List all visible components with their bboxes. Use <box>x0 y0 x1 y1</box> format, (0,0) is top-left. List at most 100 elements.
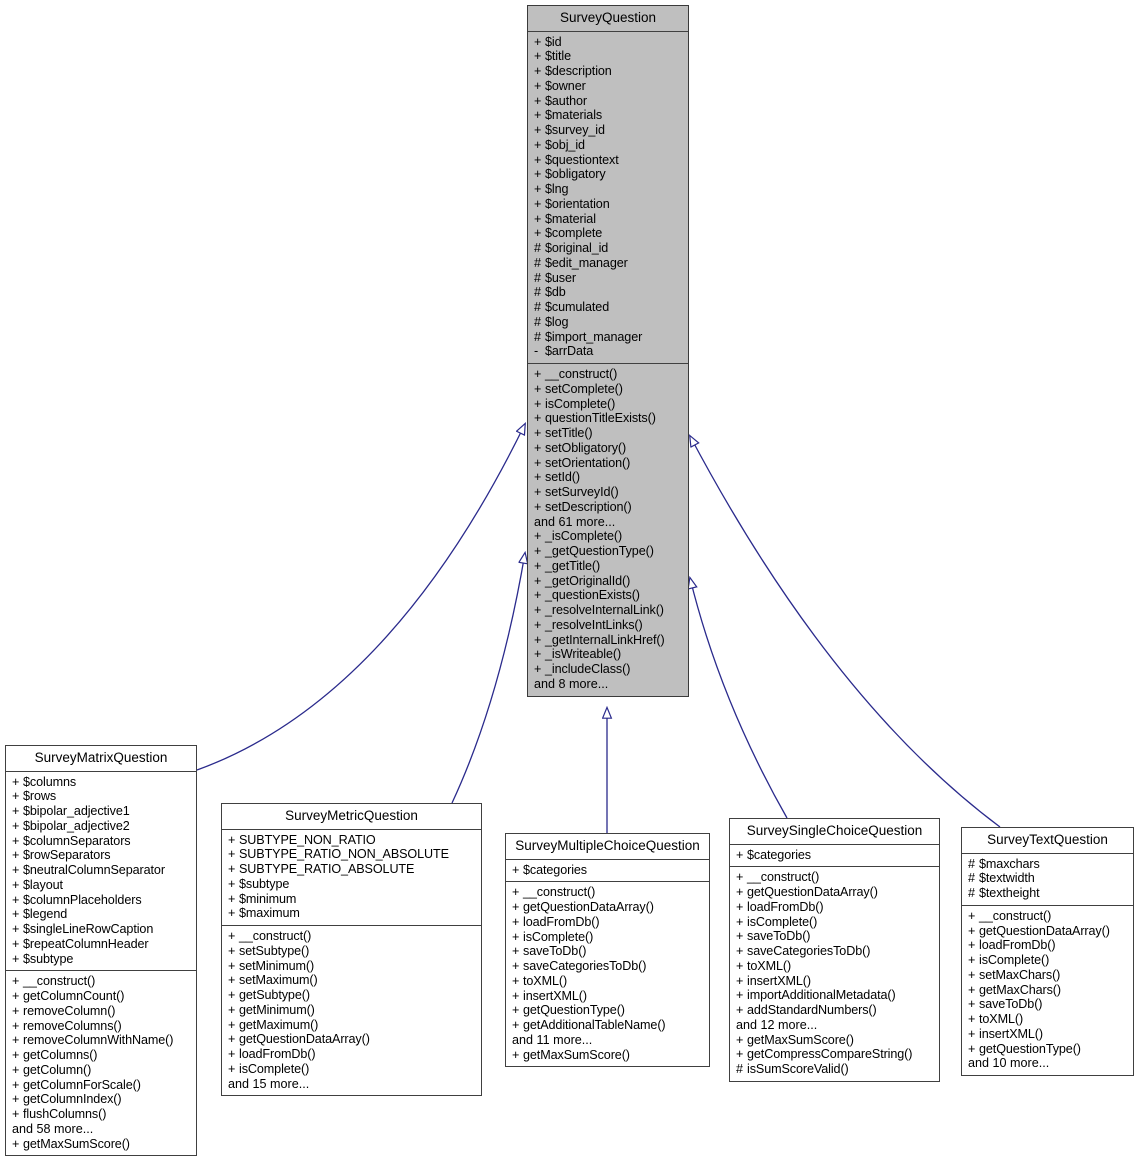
visibility-marker: + <box>534 93 542 108</box>
attributes-compartment-survey-multiple-choice-question: +$categories <box>506 858 709 882</box>
visibility-marker: + <box>534 396 542 411</box>
class-member: #$maxchars <box>968 856 1040 871</box>
visibility-marker: + <box>12 877 20 892</box>
visibility-marker: + <box>228 988 236 1003</box>
class-member: +$columns <box>12 774 77 789</box>
visibility-marker: + <box>534 499 542 514</box>
class-member: +getAdditionalTableName() <box>512 1018 666 1033</box>
visibility-marker: # <box>534 329 541 344</box>
class-member: +flushColumns() <box>12 1107 107 1122</box>
class-member: #$cumulated <box>534 300 610 315</box>
visibility-marker: + <box>968 938 976 953</box>
class-member: +$subtype <box>228 876 290 891</box>
class-member: +$survey_id <box>534 123 605 138</box>
visibility-marker: + <box>736 929 744 944</box>
visibility-marker: + <box>534 426 542 441</box>
visibility-marker: + <box>12 922 20 937</box>
visibility-marker: + <box>228 862 236 877</box>
class-member: +$subtype <box>12 951 74 966</box>
class-member: #$log <box>534 314 569 329</box>
class-member: +$owner <box>534 78 586 93</box>
class-box-survey-question[interactable]: SurveyQuestion +$id+$title+$description+… <box>527 5 689 697</box>
visibility-marker: + <box>512 988 520 1003</box>
class-member: +removeColumnWithName() <box>12 1033 174 1048</box>
visibility-marker: + <box>512 944 520 959</box>
class-member: +$questiontext <box>534 152 619 167</box>
visibility-marker: # <box>534 255 541 270</box>
visibility-marker: + <box>736 870 744 885</box>
visibility-marker: + <box>736 1032 744 1047</box>
visibility-marker: + <box>534 529 542 544</box>
class-member: +toXML() <box>512 973 568 988</box>
class-member: +$bipolar_adjective1 <box>12 804 130 819</box>
class-member: +$lng <box>534 182 569 197</box>
class-member: +getMaxSumScore() <box>512 1047 630 1062</box>
visibility-marker: # <box>534 270 541 285</box>
visibility-marker: + <box>534 123 542 138</box>
class-member: +getQuestionDataArray() <box>228 1032 370 1047</box>
visibility-marker: + <box>228 876 236 891</box>
visibility-marker: + <box>736 1047 744 1062</box>
visibility-marker: + <box>534 603 542 618</box>
class-box-survey-metric-question[interactable]: SurveyMetricQuestion +SUBTYPE_NON_RATIO+… <box>221 803 482 1097</box>
visibility-marker: + <box>534 411 542 426</box>
visibility-marker: + <box>512 900 520 915</box>
class-member: +$legend <box>12 907 68 922</box>
visibility-marker: + <box>534 34 542 49</box>
class-member: +setMaxChars() <box>968 967 1061 982</box>
visibility-marker: + <box>736 914 744 929</box>
class-box-survey-matrix-question[interactable]: SurveyMatrixQuestion +$columns+$rows+$bi… <box>5 745 197 1157</box>
class-member: +getMaxSumScore() <box>12 1136 130 1151</box>
visibility-marker: + <box>968 967 976 982</box>
visibility-marker: # <box>534 300 541 315</box>
class-member: +$obligatory <box>534 167 606 182</box>
class-box-survey-multiple-choice-question[interactable]: SurveyMultipleChoiceQuestion +$categorie… <box>505 833 710 1068</box>
methods-compartment-survey-single-choice-question: +__construct()+getQuestionDataArray()+lo… <box>730 866 939 1081</box>
class-member: #$textheight <box>968 886 1040 901</box>
class-member: +getCompressCompareString() <box>736 1047 913 1062</box>
visibility-marker: + <box>736 988 744 1003</box>
class-box-survey-text-question[interactable]: SurveyTextQuestion #$maxchars#$textwidth… <box>961 827 1134 1077</box>
class-member: +setSubtype() <box>228 943 310 958</box>
visibility-marker: + <box>534 440 542 455</box>
visibility-marker: + <box>968 923 976 938</box>
class-member: #$textwidth <box>968 871 1035 886</box>
class-member: +_questionExists() <box>534 588 640 603</box>
class-member: +$obj_id <box>534 137 585 152</box>
methods-compartment-survey-metric-question: +__construct()+setSubtype()+setMinimum()… <box>222 925 481 1095</box>
class-member: #$edit_manager <box>534 255 628 270</box>
class-member-overflow: and 8 more... <box>534 676 609 691</box>
visibility-marker: + <box>12 1033 20 1048</box>
class-title-survey-matrix-question: SurveyMatrixQuestion <box>34 750 168 765</box>
class-member: +SUBTYPE_NON_RATIO <box>228 832 376 847</box>
visibility-marker: + <box>534 558 542 573</box>
class-box-survey-single-choice-question[interactable]: SurveySingleChoiceQuestion +$categories … <box>729 818 940 1082</box>
class-member: +insertXML() <box>736 973 811 988</box>
class-member-overflow: and 58 more... <box>12 1121 94 1136</box>
visibility-marker: + <box>228 847 236 862</box>
visibility-marker: + <box>228 1032 236 1047</box>
class-member: +_resolveIntLinks() <box>534 617 643 632</box>
class-member: +$neutralColumnSeparator <box>12 863 165 878</box>
visibility-marker: + <box>534 485 542 500</box>
class-member: +$material <box>534 211 596 226</box>
visibility-marker: + <box>12 848 20 863</box>
class-member: +$repeatColumnHeader <box>12 936 149 951</box>
visibility-marker: + <box>534 455 542 470</box>
visibility-marker: + <box>12 789 20 804</box>
class-member: +insertXML() <box>968 1026 1043 1041</box>
visibility-marker: + <box>512 1003 520 1018</box>
visibility-marker: + <box>12 1092 20 1107</box>
methods-compartment-survey-matrix-question: +__construct()+getColumnCount()+removeCo… <box>6 970 196 1155</box>
visibility-marker: + <box>12 989 20 1004</box>
class-member: +$id <box>534 34 562 49</box>
class-member: +setId() <box>534 470 580 485</box>
visibility-marker: + <box>228 973 236 988</box>
class-title-survey-multiple-choice-question: SurveyMultipleChoiceQuestion <box>515 838 700 853</box>
visibility-marker: + <box>534 470 542 485</box>
class-member: +setSurveyId() <box>534 485 619 500</box>
visibility-marker: - <box>534 344 539 359</box>
class-member: +getMaxSumScore() <box>736 1032 854 1047</box>
visibility-marker: + <box>12 863 20 878</box>
class-member: +$maximum <box>228 906 300 921</box>
